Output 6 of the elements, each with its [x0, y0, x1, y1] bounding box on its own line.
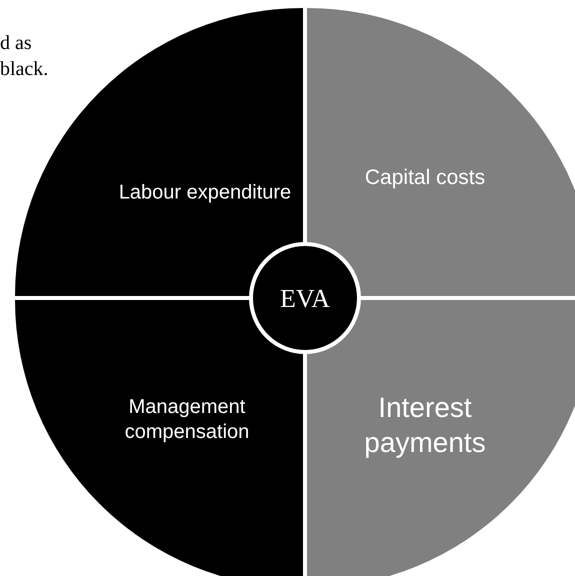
segment-label: Capital costs [364, 164, 486, 191]
segment-label: Management compensation [124, 395, 250, 445]
segment-label: Interest payments [363, 391, 487, 460]
text-fragment: d as black. [0, 31, 50, 82]
center-label: EVA [280, 282, 330, 314]
segment-label: Labour expenditure [118, 180, 292, 206]
